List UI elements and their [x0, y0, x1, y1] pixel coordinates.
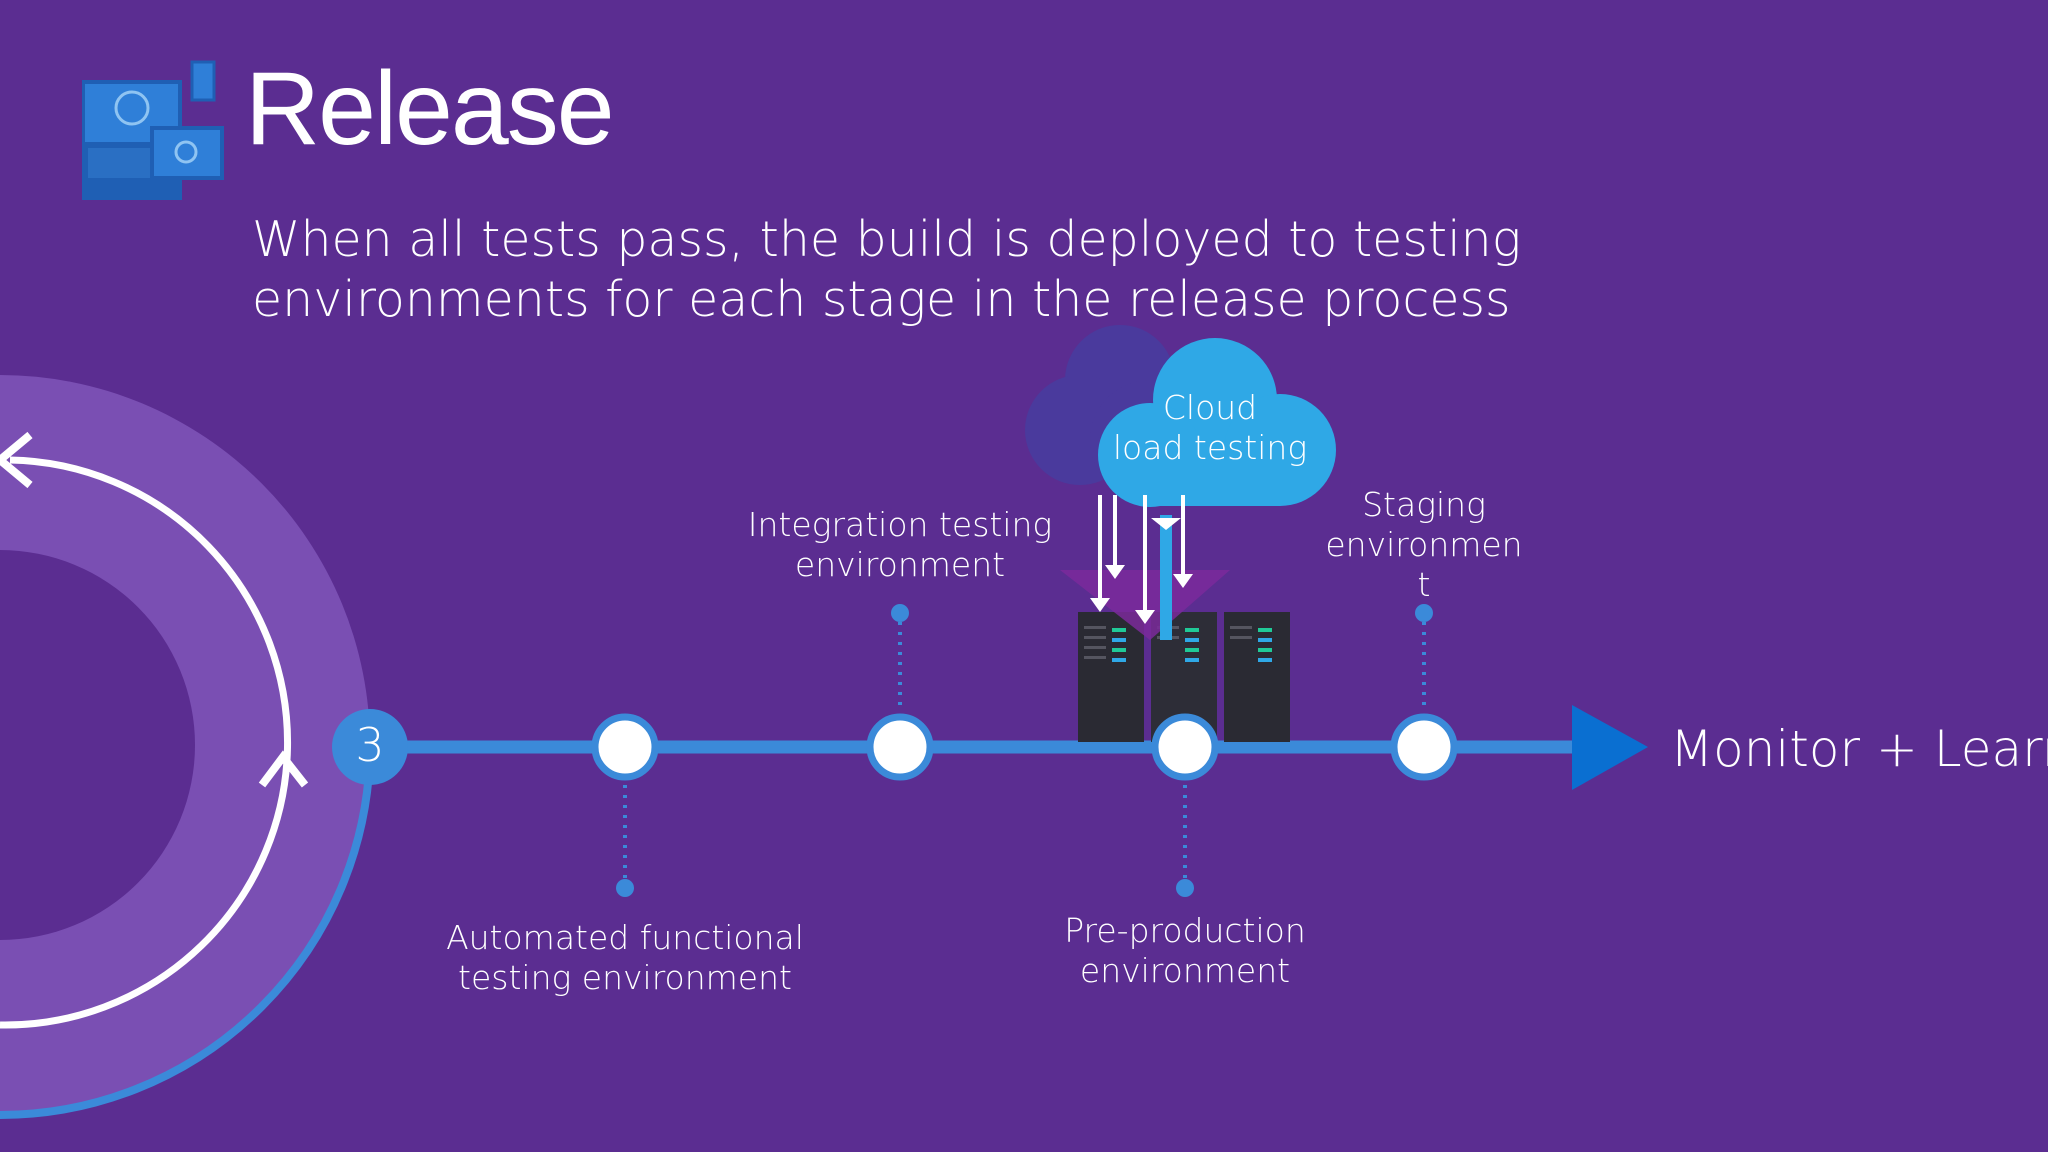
cycle-arrow-top-icon [0, 431, 33, 489]
cloud-label-line2: load testing [1112, 428, 1308, 467]
end-label: Monitor + Learn [1670, 720, 2048, 778]
stage-label-automated-functional: Automated functional testing environment [446, 918, 804, 997]
step-number: 3 [355, 718, 385, 772]
step-number-circle [332, 709, 408, 785]
cycle-ring [0, 375, 374, 1119]
devices-globe-icon [82, 60, 224, 200]
arrow-head-icon [1572, 705, 1648, 790]
stage-label-preproduction: Pre-production environment [1064, 911, 1306, 990]
slide-subtitle: When all tests pass, the build is deploy… [252, 211, 1522, 328]
slide-title: Release [245, 51, 615, 167]
cloud-label: Cloud load testing [1070, 388, 1350, 468]
cloud-icon [1025, 325, 1336, 507]
cycle-arrow-right-icon [258, 750, 309, 788]
cloud-label-line1: Cloud [1162, 388, 1258, 427]
stage-label-integration: Integration testing environment [747, 505, 1053, 584]
stage-label-staging: Staging environmen t [1325, 485, 1523, 604]
